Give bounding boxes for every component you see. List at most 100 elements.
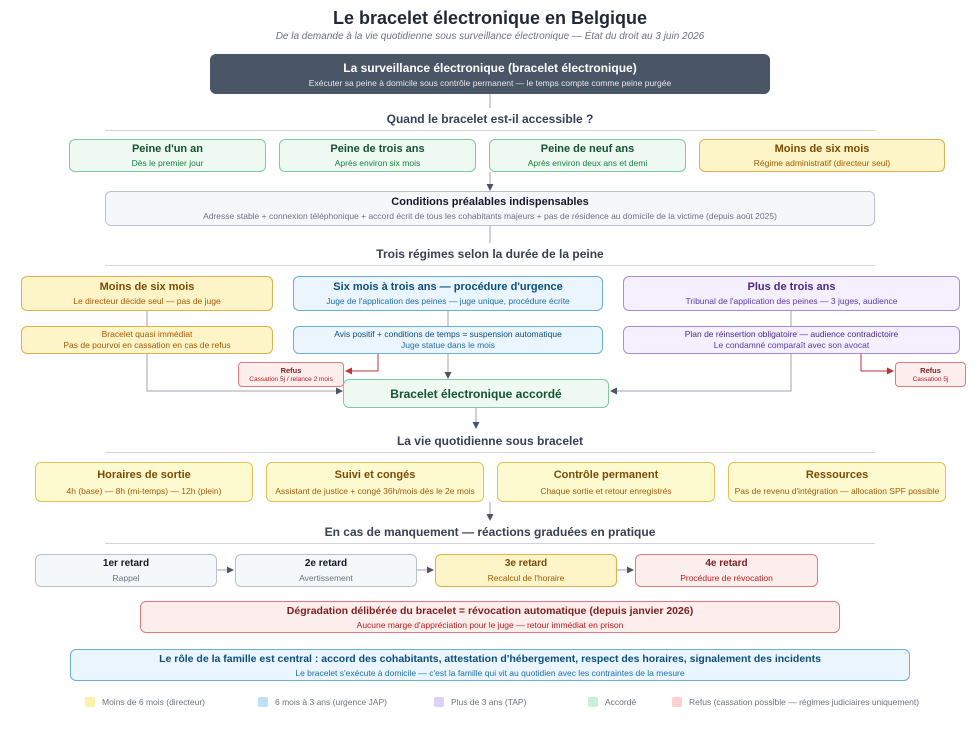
access-card-under-six-months: Moins de six mois Régime administratif (… xyxy=(699,139,945,172)
daily-card-sub: 4h (base) — 8h (mi-temps) — 12h (plein) xyxy=(66,485,222,496)
refus-title: Refus xyxy=(280,366,302,375)
regime-detail-line: Avis positif + conditions de temps = sus… xyxy=(334,329,562,339)
regime-card-sub: Tribunal de l'application des peines — 3… xyxy=(685,296,898,306)
breach-step-sub: Recalcul de l'horaire xyxy=(487,573,565,583)
section-access-title: Quand le bracelet est-il accessible ? xyxy=(386,112,594,126)
header-title: La surveillance électronique (bracelet é… xyxy=(343,60,637,75)
regime-card-title: Six mois à trois ans — procédure d'urgen… xyxy=(333,281,563,293)
header-subtitle: Exécuter sa peine à domicile sous contrô… xyxy=(308,77,672,88)
section-daily-title: La vie quotidienne sous bracelet xyxy=(396,434,584,448)
legend-swatch xyxy=(588,697,598,707)
access-card-title: Peine de neuf ans xyxy=(540,143,635,155)
access-card-sub: Après environ six mois xyxy=(334,158,421,168)
regime-detail-tap: Plan de réinsertion obligatoire — audien… xyxy=(623,326,960,354)
breach-step-sub: Avertissement xyxy=(299,573,353,583)
breach-step-title: 3e retard xyxy=(504,558,548,569)
breach-step-4: 4e retard Procédure de révocation xyxy=(635,554,818,587)
legend-label: Refus (cassation possible — régimes judi… xyxy=(689,697,920,707)
daily-card-sub: Pas de revenu d'intégration — allocation… xyxy=(734,485,940,496)
breach-step-sub: Procédure de révocation xyxy=(680,573,773,583)
page-subtitle: De la demande à la vie quotidienne sous … xyxy=(275,31,705,42)
breach-step-title: 2e retard xyxy=(304,558,348,569)
family-box: Le rôle de la famille est central : acco… xyxy=(70,649,910,681)
refus-box-left: Refus Cassation 5j / relance 2 mois xyxy=(238,362,344,387)
regime-card-sub: Le directeur décide seul — pas de juge xyxy=(73,296,221,306)
section-regimes-title: Trois régimes selon la durée de la peine xyxy=(376,247,604,261)
legend-swatch xyxy=(672,697,682,707)
refus-title: Refus xyxy=(920,366,941,375)
daily-card-resources: Ressources Pas de revenu d'intégration —… xyxy=(728,462,946,502)
daily-card-followup: Suivi et congés Assistant de justice + c… xyxy=(266,462,484,502)
section-access-rule xyxy=(105,130,875,131)
regime-detail-line: Pas de pourvoi en cassation en cas de re… xyxy=(63,340,231,350)
regime-card-sub: Juge de l'application des peines — juge … xyxy=(326,296,570,306)
breach-step-1: 1er retard Rappel xyxy=(35,554,217,587)
access-card-three-years: Peine de trois ans Après environ six moi… xyxy=(279,139,476,172)
daily-card-title: Suivi et congés xyxy=(334,468,416,481)
conditions-sub: Adresse stable + connexion téléphonique … xyxy=(203,211,777,221)
daily-card-title: Ressources xyxy=(805,468,869,481)
access-card-sub: Dès le premier jour xyxy=(131,158,204,168)
legend-label: Plus de 3 ans (TAP) xyxy=(451,697,527,707)
breach-step-title: 4e retard xyxy=(705,558,748,569)
section-breach-title: En cas de manquement — réactions graduée… xyxy=(324,525,656,539)
access-card-one-year: Peine d'un an Dès le premier jour xyxy=(69,139,266,172)
regime-card-director: Moins de six mois Le directeur décide se… xyxy=(21,276,273,311)
breach-step-sub: Rappel xyxy=(112,573,140,583)
refus-box-right: Refus Cassation 5j xyxy=(895,362,966,387)
regime-card-title: Plus de trois ans xyxy=(747,281,836,293)
regime-detail-line: Bracelet quasi immédiat xyxy=(101,329,193,339)
breach-step-3: 3e retard Recalcul de l'horaire xyxy=(435,554,617,587)
degradation-sub: Aucune marge d'appréciation pour le juge… xyxy=(356,619,624,630)
access-card-title: Peine d'un an xyxy=(131,143,204,155)
family-sub: Le bracelet s'exécute à domicile — c'est… xyxy=(295,667,685,678)
regime-card-tap: Plus de trois ans Tribunal de l'applicat… xyxy=(623,276,960,311)
family-title: Le rôle de la famille est central : acco… xyxy=(159,652,821,665)
conditions-title: Conditions préalables indispensables xyxy=(391,196,589,208)
daily-card-title: Contrôle permanent xyxy=(553,468,659,481)
legend-swatch xyxy=(85,697,95,707)
legend-swatch xyxy=(258,697,268,707)
access-card-sub: Après environ deux ans et demi xyxy=(527,158,648,168)
degradation-title: Dégradation délibérée du bracelet = révo… xyxy=(286,604,694,617)
daily-card-sub: Assistant de justice + congé 36h/mois dè… xyxy=(275,485,475,496)
daily-card-control: Contrôle permanent Chaque sortie et reto… xyxy=(497,462,715,502)
regime-detail-line: Plan de réinsertion obligatoire — audien… xyxy=(684,329,899,339)
regime-card-jap-urgency: Six mois à trois ans — procédure d'urgen… xyxy=(293,276,603,311)
regime-detail-line: Le condamné comparaît avec son avocat xyxy=(713,340,870,350)
section-regimes-rule xyxy=(105,265,875,266)
granted-box: Bracelet électronique accordé xyxy=(343,379,609,408)
legend-label: Accordé xyxy=(605,697,637,707)
access-card-nine-years: Peine de neuf ans Après environ deux ans… xyxy=(489,139,686,172)
legend-item-refus: Refus (cassation possible — régimes judi… xyxy=(672,697,919,707)
legend-item-director: Moins de 6 mois (directeur) xyxy=(85,697,205,707)
daily-card-sub: Chaque sortie et retour enregistrés xyxy=(540,485,672,496)
regime-card-title: Moins de six mois xyxy=(99,281,195,293)
refus-sub: Cassation 5j / relance 2 mois xyxy=(249,376,333,383)
legend-label: 6 mois à 3 ans (urgence JAP) xyxy=(275,697,387,707)
section-breach-rule xyxy=(105,543,875,544)
page-title: Le bracelet électronique en Belgique xyxy=(332,8,648,28)
breach-step-2: 2e retard Avertissement xyxy=(235,554,417,587)
refus-sub: Cassation 5j xyxy=(912,376,949,383)
granted-label: Bracelet électronique accordé xyxy=(390,386,562,401)
access-card-sub: Régime administratif (directeur seul) xyxy=(753,158,891,168)
header-box: La surveillance électronique (bracelet é… xyxy=(210,54,770,94)
conditions-box: Conditions préalables indispensables Adr… xyxy=(105,191,875,226)
legend-item-granted: Accordé xyxy=(588,697,636,707)
breach-step-title: 1er retard xyxy=(102,558,150,569)
degradation-box: Dégradation délibérée du bracelet = révo… xyxy=(140,601,840,633)
daily-card-hours: Horaires de sortie 4h (base) — 8h (mi-te… xyxy=(35,462,253,502)
legend-item-jap: 6 mois à 3 ans (urgence JAP) xyxy=(258,697,387,707)
daily-card-title: Horaires de sortie xyxy=(97,468,191,481)
access-card-title: Peine de trois ans xyxy=(330,143,425,155)
legend-item-tap: Plus de 3 ans (TAP) xyxy=(434,697,526,707)
regime-detail-director: Bracelet quasi immédiat Pas de pourvoi e… xyxy=(21,326,273,354)
access-card-title: Moins de six mois xyxy=(774,143,870,155)
regime-detail-line: Juge statue dans le mois xyxy=(400,340,496,350)
regime-detail-jap-urgency: Avis positif + conditions de temps = sus… xyxy=(293,326,603,354)
legend-swatch xyxy=(434,697,444,707)
section-daily-rule xyxy=(105,452,875,453)
legend-label: Moins de 6 mois (directeur) xyxy=(102,697,205,707)
